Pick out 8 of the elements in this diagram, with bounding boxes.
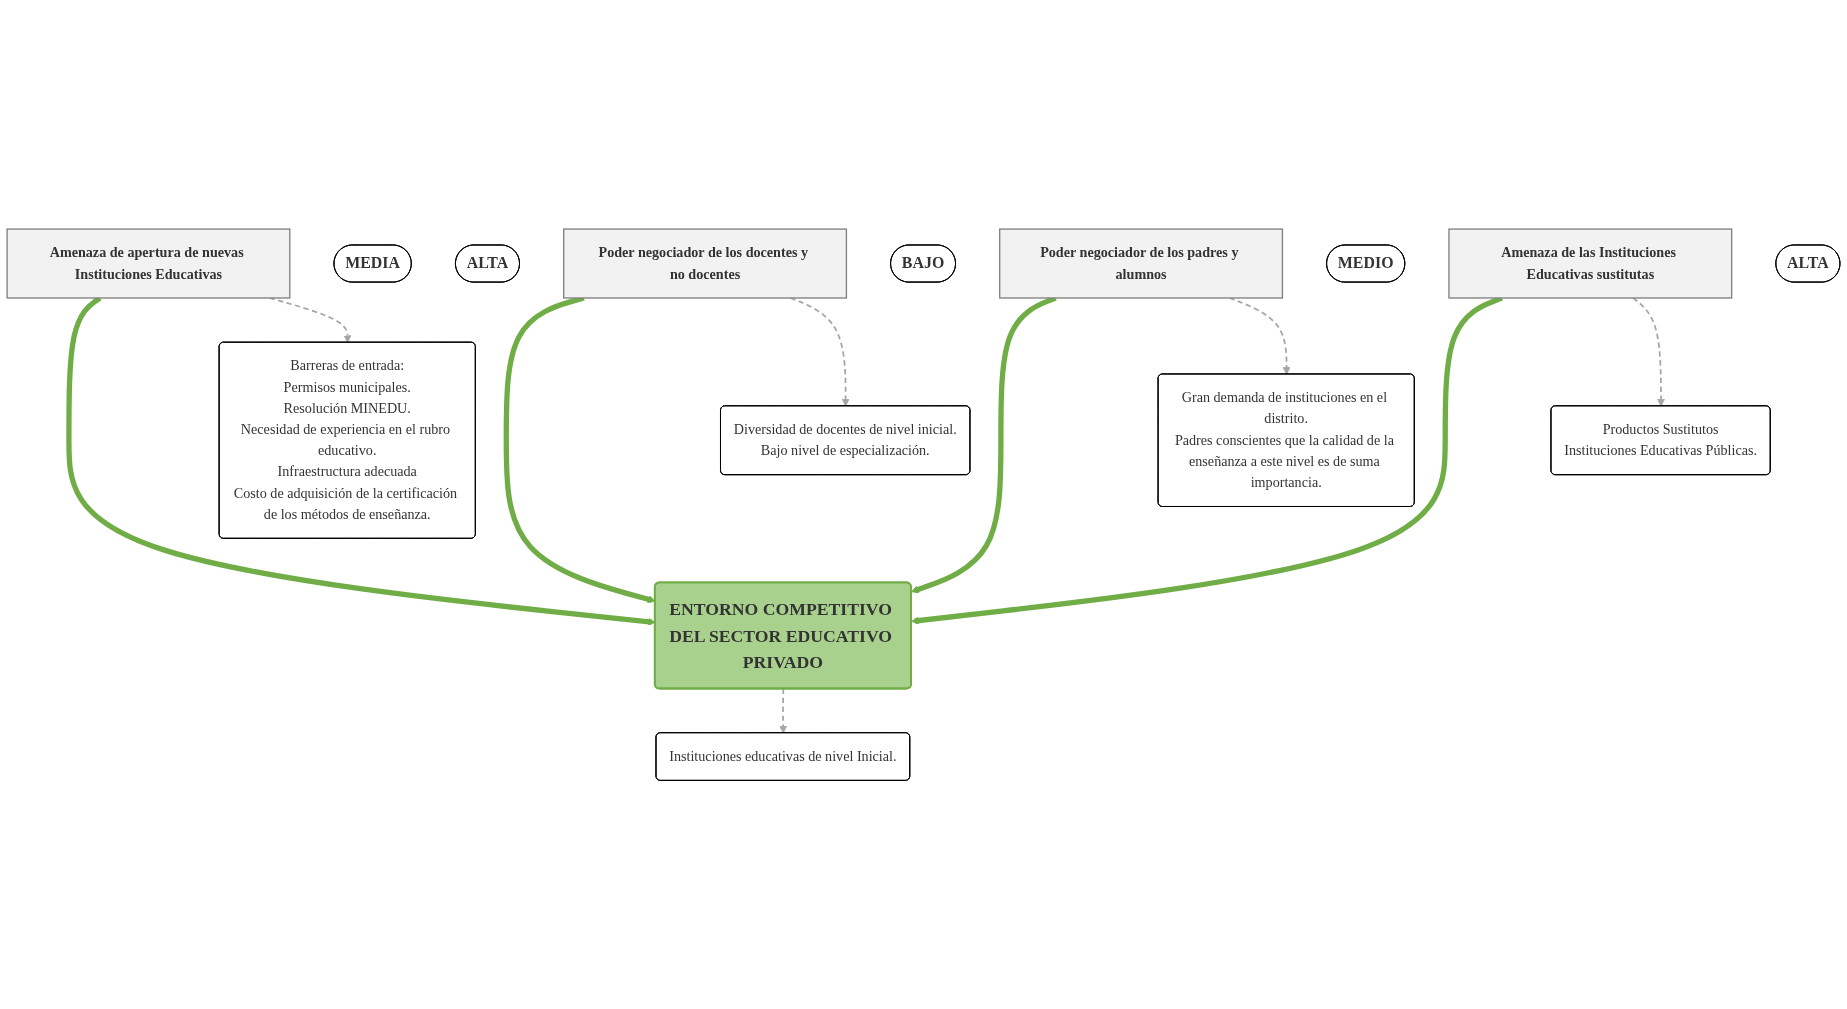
node-box: Poder negociador de los padres y alumnos [999,228,1284,299]
arrow [1228,296,1291,375]
node-box: Poder negociador de los docentes y no docentes [563,228,848,299]
node-box: Amenaza de las Instituciones Educativas sustitutas [1448,228,1733,299]
node-box: Amenaza de apertura de nuevas Instituciones Educativas [6,228,291,299]
arrow [789,296,850,407]
arrow [1632,296,1665,407]
arrow [779,687,788,734]
